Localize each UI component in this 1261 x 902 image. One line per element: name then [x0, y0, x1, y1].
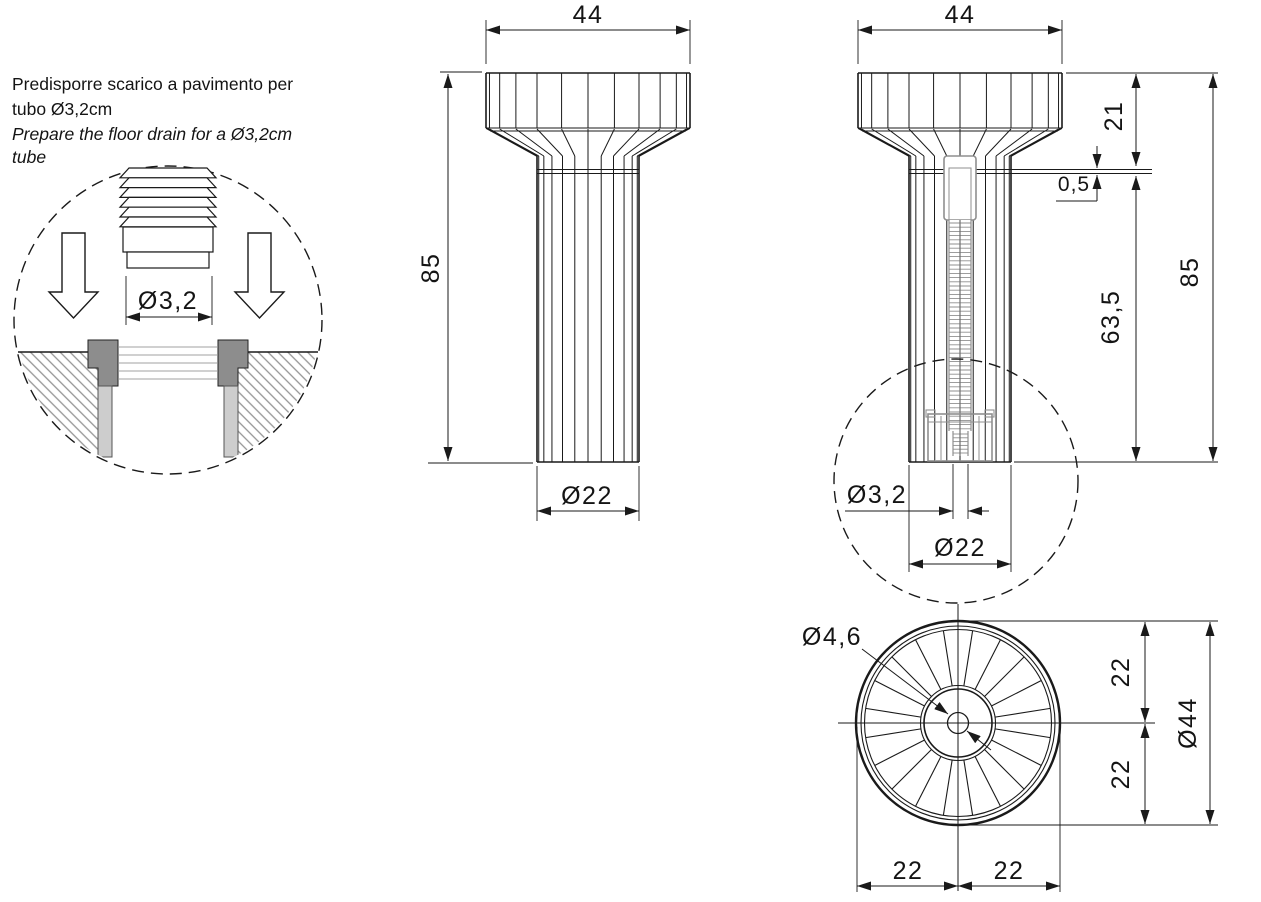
detail-dim-tube-dia: Ø3,2 [138, 287, 198, 315]
top-view [838, 604, 1218, 892]
section-dim-height: 85 [1176, 257, 1204, 288]
floor-drain-detail-view [13, 165, 323, 475]
top-dim-top-half: 22 [1107, 657, 1135, 688]
section-dim-column-dia: Ø22 [934, 534, 986, 562]
section-dim-basin-height: 21 [1100, 101, 1128, 132]
top-dim-drain-dia: Ø4,6 [802, 623, 862, 651]
note-line-1: Predisporre scarico a pavimento per [12, 74, 293, 94]
section-dim-joint-gap: 0,5 [1058, 173, 1090, 196]
front-dim-column-dia: Ø22 [561, 482, 613, 510]
top-dim-overall-dia: Ø44 [1174, 697, 1202, 749]
section-dim-hose-dia: Ø3,2 [847, 481, 907, 509]
note-line-4: tube [12, 147, 46, 167]
section-dim-width: 44 [945, 1, 976, 29]
hidden-drain-parts [925, 155, 995, 462]
front-dim-width: 44 [573, 1, 604, 29]
note-line-3: Prepare the floor drain for a Ø3,2cm [12, 124, 292, 144]
top-dim-right-half: 22 [994, 857, 1025, 885]
install-note: Predisporre scarico a pavimento per tubo… [12, 74, 293, 167]
top-dim-left-half: 22 [893, 857, 924, 885]
note-line-2: tubo Ø3,2cm [12, 99, 112, 119]
section-dim-column-height: 63,5 [1097, 290, 1125, 345]
front-view [428, 20, 691, 521]
section-view [833, 20, 1218, 604]
top-dim-bottom-half: 22 [1107, 759, 1135, 790]
front-dim-height: 85 [417, 253, 445, 284]
